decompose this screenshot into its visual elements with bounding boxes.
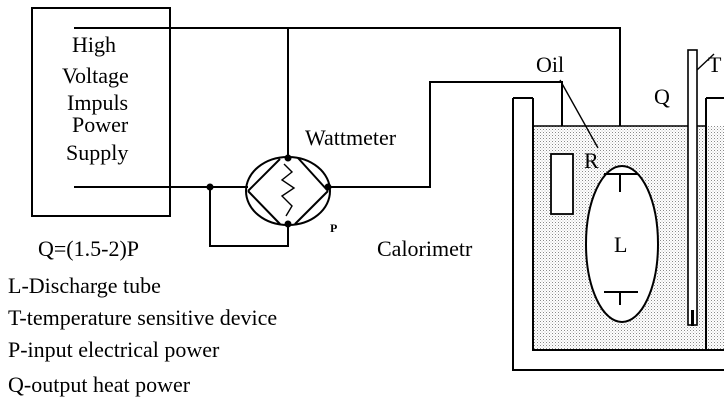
resistor bbox=[550, 153, 574, 215]
resistor-label: R bbox=[584, 148, 599, 173]
wattmeter-symbol bbox=[206, 154, 332, 228]
wattmeter-label: Wattmeter bbox=[305, 125, 397, 150]
thermometer-label: T bbox=[708, 52, 722, 77]
wattmeter-terminal-label: P bbox=[330, 221, 337, 235]
formula-label: Q=(1.5-2)P bbox=[38, 236, 139, 261]
legend-item: P-input electrical power bbox=[8, 337, 220, 362]
discharge-tube bbox=[585, 165, 659, 323]
calorimeter-label: Calorimetr bbox=[377, 236, 473, 261]
power-supply-box bbox=[31, 7, 171, 217]
oil-pointer bbox=[559, 79, 599, 149]
power-supply-line1: High bbox=[72, 32, 116, 57]
oil-label: Oil bbox=[536, 52, 564, 77]
power-supply-line3: Impuls bbox=[67, 90, 128, 115]
legend-item: L-Discharge tube bbox=[8, 273, 161, 298]
legend-item: T-temperature sensitive device bbox=[8, 305, 277, 330]
power-supply-line4: Power bbox=[72, 112, 129, 137]
power-supply-line5: Supply bbox=[66, 140, 128, 165]
temperature-sensor bbox=[687, 49, 715, 326]
tube-label: L bbox=[614, 232, 627, 257]
heat-output-label: Q bbox=[654, 84, 670, 109]
power-supply-line2: Voltage bbox=[62, 63, 129, 88]
legend-item: Q-output heat power bbox=[8, 372, 191, 397]
